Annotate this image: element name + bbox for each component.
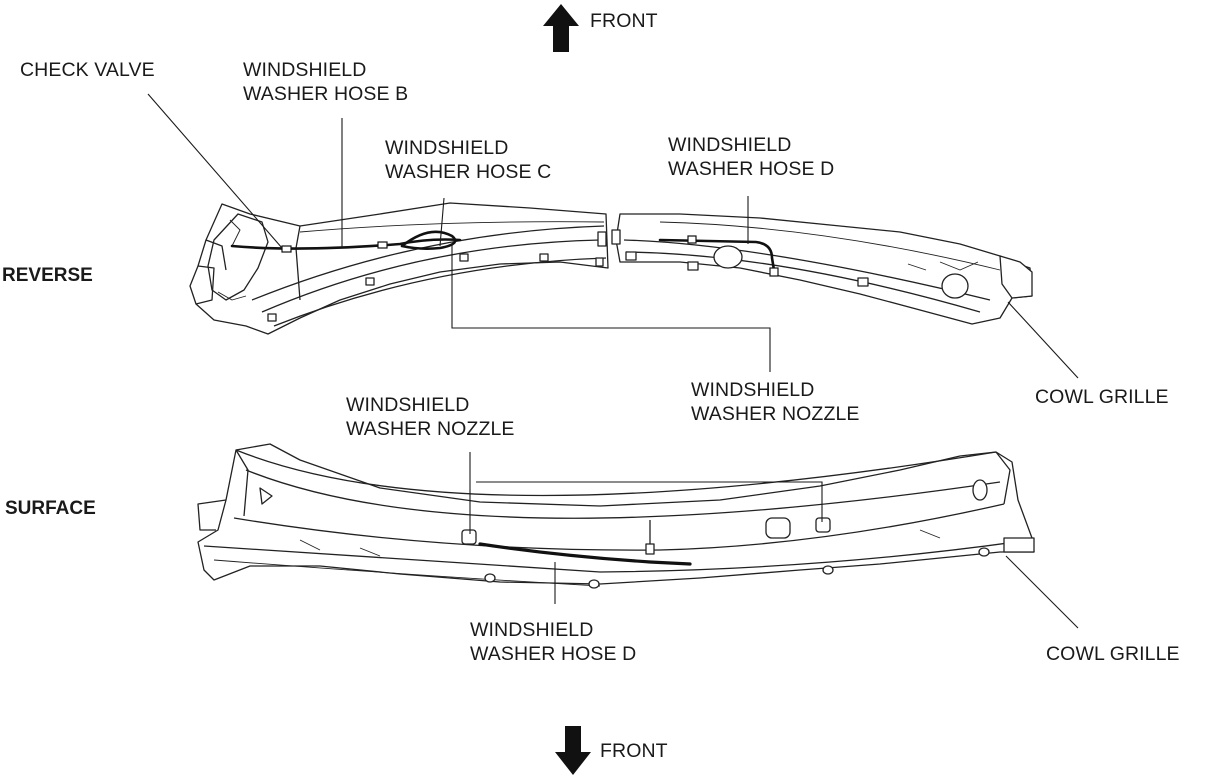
front-arrow-down [555, 726, 591, 775]
reverse-right-panel [611, 213, 1033, 325]
nozzle-label-surface: WINDSHIELD WASHER NOZZLE [346, 394, 515, 440]
reverse-title: REVERSE [2, 265, 93, 286]
hose-b-label: WINDSHIELD WASHER HOSE B [243, 59, 409, 105]
front-label-bottom: FRONT [600, 740, 668, 762]
surface-title: SURFACE [5, 498, 96, 519]
hose-c-label: WINDSHIELD WASHER HOSE C [385, 137, 552, 183]
hose-d-label-surface: WINDSHIELD WASHER HOSE D [470, 619, 637, 665]
hose-c-loop [400, 230, 457, 250]
nozzle-label-reverse: WINDSHIELD WASHER NOZZLE [691, 379, 860, 425]
front-arrow-up [543, 4, 579, 52]
reverse-hoses [230, 230, 776, 272]
hose-d-line [658, 238, 776, 272]
front-label-top: FRONT [590, 10, 658, 32]
reverse-left-panel [189, 202, 609, 335]
surface-leader-lines [469, 452, 1079, 629]
surface-hose-d [478, 542, 692, 566]
check-valve-label: CHECK VALVE [20, 59, 155, 81]
cowl-grille-label-reverse: COWL GRILLE [1035, 386, 1169, 408]
surface-panel [197, 443, 1035, 589]
reverse-leader-lines [147, 93, 1079, 379]
reverse-fittings [281, 235, 779, 277]
cowl-grille-label-surface: COWL GRILLE [1046, 643, 1180, 665]
hose-b-line [230, 238, 462, 250]
hose-d-label-reverse: WINDSHIELD WASHER HOSE D [668, 134, 835, 180]
